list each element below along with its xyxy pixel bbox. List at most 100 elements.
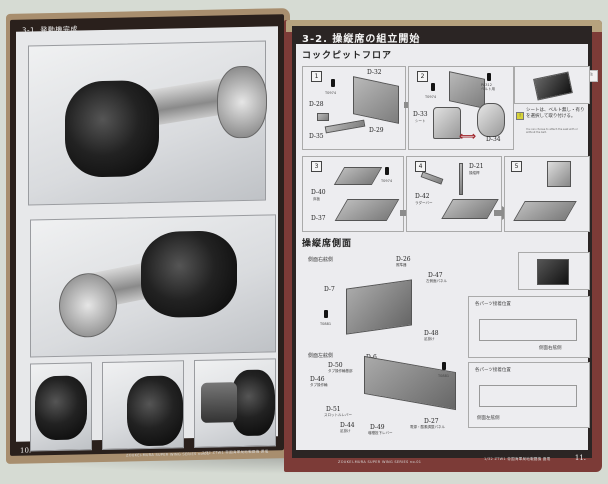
part-d35 <box>324 119 366 134</box>
paint-bottle-icon <box>431 83 435 91</box>
engine-mount-flange <box>217 65 267 139</box>
left-page-paper <box>16 26 278 452</box>
engine-block <box>65 79 159 178</box>
part-floor <box>441 199 499 219</box>
right-page-paper: コックピットフロア ⟺ 可動箇所 塗装指示 ! 組立て上の注意 1 T0974 … <box>296 44 598 450</box>
reference-cockpit-view <box>514 66 590 104</box>
label-d34: D-34 <box>486 136 501 143</box>
label-stick: 操縦桿 <box>469 171 480 175</box>
label-d28: D-28 <box>309 101 324 108</box>
caption-d50: タブ操作輪基部 <box>328 369 353 373</box>
label-d47: D-47 <box>428 272 443 279</box>
right-footer-title: 1/32 ZTW1 帝国海軍局地戦闘機 震電 <box>484 457 551 461</box>
part-d42 <box>420 171 444 185</box>
step-3-number: 3 <box>311 161 322 172</box>
label-pa312: PA312 <box>481 83 492 87</box>
label-t0881: T0881 <box>320 322 332 326</box>
part-d28 <box>317 113 329 121</box>
reference-right-title: 各パーツ接着位置 <box>475 302 511 307</box>
label-d44: D-44 <box>340 422 355 429</box>
right-page-number: 11. <box>574 454 586 462</box>
label-d7: D-7 <box>324 286 335 293</box>
caption-d51: スロットルレバー <box>324 413 352 417</box>
part-d21 <box>459 163 463 195</box>
label-d37: D-37 <box>311 215 326 222</box>
label-d50: D-50 <box>328 362 343 369</box>
label-d49: D-49 <box>370 424 385 431</box>
label-d46: D-46 <box>310 376 325 383</box>
label-d40: D-40 <box>311 189 326 196</box>
left-footer-title: 1/32 ZTW1 帝国海軍局地戦闘機 震電 <box>202 449 269 455</box>
movable-arrow-icon: ⟺ <box>459 129 477 143</box>
step-4-number: 4 <box>415 161 426 172</box>
caption-d48: 足掛け <box>424 337 435 341</box>
part-right-side-panel <box>346 279 412 335</box>
step-1-panel: 1 T0974 D-32 D-28 D-35 D-29 <box>302 66 406 150</box>
step-5-number: 5 <box>511 161 522 172</box>
propeller-hub <box>59 272 117 338</box>
label-d35: D-35 <box>309 133 324 140</box>
label-d32: D-32 <box>367 69 382 76</box>
reference-left-label: 側面左舷側 <box>477 416 500 421</box>
left-page-number: 10. <box>20 446 32 455</box>
label-t0974: T0974 <box>425 95 437 99</box>
part-d37 <box>334 199 400 221</box>
caption-d26: 照準器 <box>396 263 407 267</box>
engine-accessory <box>201 382 237 423</box>
step-2-number: 2 <box>417 71 428 82</box>
engine-block <box>127 375 183 447</box>
right-page: 3-2. 操縦席の組立開始 コックピットフロア ⟺ 可動箇所 塗装指示 ! 組立… <box>284 20 602 472</box>
label-d29: D-29 <box>369 127 384 134</box>
label-t0881: T0881 <box>438 374 450 378</box>
photo-engine-detail-1 <box>30 362 92 452</box>
part-floor-assembly <box>513 201 577 221</box>
label-d26: D-26 <box>396 256 411 263</box>
paint-bottle-icon <box>385 167 389 175</box>
caption-d46: タブ操作輪 <box>310 383 328 387</box>
note-text: シートは、ベルト無し・有りを選択して取り付ける。 <box>526 108 585 119</box>
label-seat: シート <box>415 119 426 123</box>
label-floor: 床板 <box>313 197 320 201</box>
side-left-label: 側面左舷側 <box>308 353 334 359</box>
reference-right-outline <box>479 319 577 341</box>
cockpit-side-thumb <box>537 259 569 285</box>
reference-left-title: 各パーツ接着位置 <box>475 368 511 373</box>
label-t0974: T0974 <box>381 179 393 183</box>
warning-icon: ! <box>516 112 524 120</box>
engine-block <box>231 369 275 437</box>
engine-block <box>35 375 87 441</box>
right-footer-series: ZOUKEI-MURA SUPER WING SERIES no.01 <box>338 460 422 464</box>
note-english: You can choose to attach the seat with o… <box>526 128 578 134</box>
label-d27: D-27 <box>424 418 439 425</box>
part-bulkhead <box>353 76 399 124</box>
reference-box-right: 各パーツ接着位置 側面右舷側 <box>468 296 590 358</box>
paint-bottle-icon <box>442 362 446 370</box>
left-page: 3-1. 発動機完成 10. ZOUKEI-MURA SUPER WING SE… <box>6 8 290 464</box>
photo-engine-prop-hub <box>30 214 276 358</box>
cockpit-assembly-thumb <box>533 71 573 101</box>
caption-d49: 増槽投下レバー <box>368 431 393 435</box>
label-d48: D-48 <box>424 330 439 337</box>
part-seat <box>433 107 461 139</box>
paint-bottle-icon <box>324 310 328 318</box>
label-belt: ベルト用 <box>481 87 495 91</box>
subsection-cockpit-side: 操縦席側面 <box>302 239 353 249</box>
photo-engine-detail-3 <box>194 358 276 449</box>
side-right-label: 側面右舷側 <box>308 257 334 263</box>
reference-side-thumb <box>518 252 590 290</box>
label-rudder-bar: ラダーバー <box>415 201 433 205</box>
caption-d47: 左側面パネル <box>426 279 447 283</box>
subsection-cockpit-floor: コックピットフロア <box>302 51 393 61</box>
label-d33: D-33 <box>413 111 428 118</box>
left-footer-series: ZOUKEI-MURA SUPER WING SERIES no.01 <box>126 451 210 458</box>
part-seat-assembly <box>547 161 571 187</box>
engine-block <box>141 230 237 319</box>
paint-bottle-icon <box>487 73 491 81</box>
part-seat-with-belt <box>477 103 505 137</box>
step-3-panel: 3 T0974 D-40 床板 D-37 <box>302 156 404 232</box>
paint-bottle-icon <box>331 79 335 87</box>
label-d21: D-21 <box>469 163 484 170</box>
reference-right-label: 側面右舷側 <box>539 346 562 351</box>
label-d42: D-42 <box>415 193 430 200</box>
part-d40 <box>333 167 383 185</box>
